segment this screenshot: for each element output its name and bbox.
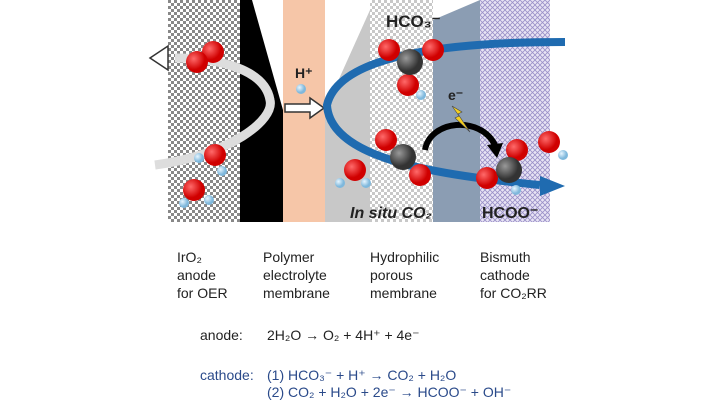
label-anode: IrO₂ anode for OER — [177, 248, 228, 302]
label-polymer-membrane: Polymer electrolyte membrane — [263, 248, 330, 302]
label-line: IrO₂ — [177, 249, 202, 265]
label-line: porous — [370, 267, 413, 283]
water-molecule — [335, 159, 371, 188]
electron-arrowhead — [487, 143, 503, 158]
label-line: cathode — [480, 267, 530, 283]
label-line: membrane — [370, 285, 437, 301]
lightning-icon — [451, 105, 471, 133]
water-molecule — [179, 179, 214, 208]
cathode-equation-label: cathode: — [200, 367, 254, 383]
hydroxide-molecule — [538, 131, 568, 160]
proton-label: H⁺ — [295, 65, 313, 81]
proton-arrow — [284, 96, 326, 120]
blue-flow-path — [322, 38, 566, 189]
label-line: anode — [177, 267, 216, 283]
electron-label: e⁻ — [448, 87, 463, 103]
electron-transfer-arrow — [422, 121, 498, 151]
anode-equation-label: anode: — [200, 327, 243, 343]
cathode-equation-2: (2) CO₂ + H₂O + 2e⁻ → HCOO⁻ + OH⁻ — [267, 384, 512, 400]
label-cathode: Bismuth cathode for CO₂RR — [480, 248, 547, 302]
blue-flow-arrowhead — [540, 176, 565, 196]
co2-molecule — [375, 129, 431, 186]
proton-ball — [296, 84, 306, 94]
oxygen-out-arrowhead — [148, 44, 169, 72]
label-line: for OER — [177, 285, 228, 301]
cathode-equation-1: (1) HCO₃⁻ + H⁺ → CO₂ + H₂O — [267, 367, 457, 383]
formate-label: HCOO⁻ — [482, 205, 538, 222]
anode-catalyst — [240, 0, 283, 222]
bicarbonate-molecule — [378, 39, 444, 100]
label-line: for CO₂RR — [480, 285, 547, 301]
o2-molecule — [186, 41, 224, 73]
label-line: electrolyte — [263, 267, 327, 283]
label-line: membrane — [263, 285, 330, 301]
label-line: Hydrophilic — [370, 249, 440, 265]
water-molecule — [194, 144, 227, 176]
porous-membrane — [370, 0, 433, 222]
label-porous-membrane: Hydrophilic porous membrane — [370, 248, 439, 302]
label-line: Bismuth — [480, 249, 531, 265]
in-situ-co2-label: In situ CO₂ — [350, 205, 432, 222]
label-line: Polymer — [263, 249, 315, 265]
bicarbonate-label: HCO₃⁻ — [386, 12, 441, 31]
formate-molecule — [476, 139, 528, 195]
anode-layer — [168, 0, 242, 222]
anode-equation: 2H₂O → O₂ + 4H⁺ + 4e⁻ — [267, 327, 420, 343]
